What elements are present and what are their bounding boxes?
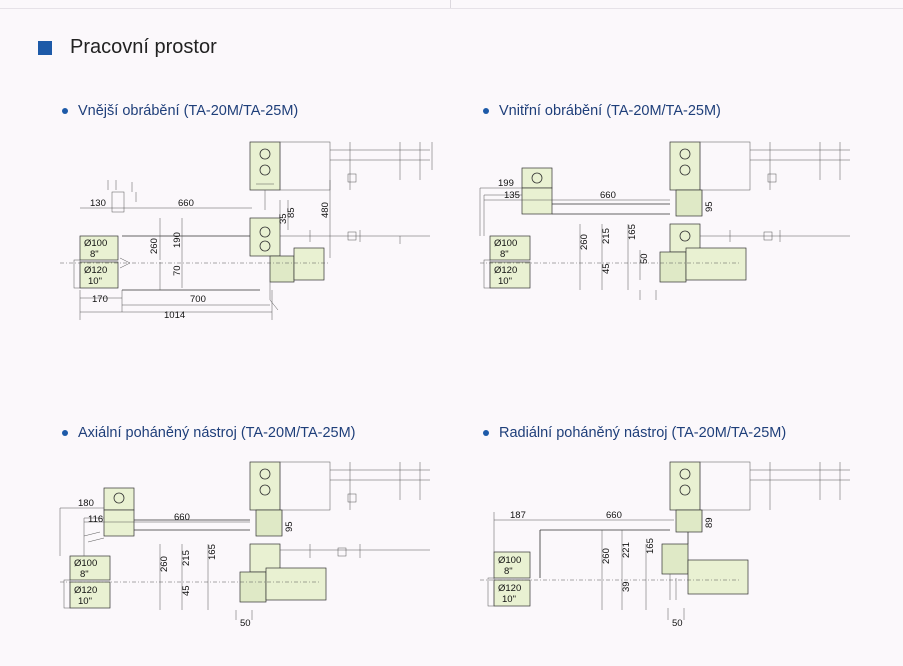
svg-text:260: 260	[159, 556, 170, 572]
diagram-4-drawing: 187 660 89 260 221 165 39 50 Ø100 8" Ø12…	[480, 461, 850, 629]
svg-text:89: 89	[704, 517, 715, 528]
svg-text:Ø120: Ø120	[74, 585, 97, 596]
svg-text:45: 45	[181, 585, 192, 596]
svg-text:10": 10"	[88, 276, 102, 287]
heading-square-icon	[38, 40, 52, 55]
svg-text:700: 700	[190, 294, 206, 305]
svg-text:Ø120: Ø120	[494, 265, 517, 276]
svg-text:260: 260	[601, 548, 612, 564]
svg-text:130: 130	[90, 198, 106, 209]
svg-text:165: 165	[627, 224, 638, 240]
bullet-icon	[483, 108, 489, 114]
svg-text:116: 116	[88, 514, 103, 525]
svg-text:10": 10"	[78, 596, 92, 607]
diagram-2-drawing: 199 135 660 95 260 215 165 50 45 Ø100 8"…	[479, 141, 850, 300]
svg-text:95: 95	[284, 521, 295, 532]
svg-text:85: 85	[286, 207, 297, 218]
page-title: Pracovní prostor	[70, 36, 217, 58]
svg-text:260: 260	[579, 234, 590, 250]
svg-text:Ø120: Ø120	[84, 265, 107, 276]
svg-text:215: 215	[601, 228, 612, 244]
section-heading: Pracovní prostor	[38, 36, 217, 59]
svg-text:660: 660	[178, 198, 194, 209]
svg-text:221: 221	[621, 542, 632, 558]
svg-text:Ø100: Ø100	[74, 558, 97, 569]
diagram-1-drawing: 130 660 260 190 70 35 85 480 170 700 101…	[60, 141, 433, 321]
svg-text:Ø120: Ø120	[498, 583, 521, 594]
svg-text:1014: 1014	[164, 310, 185, 321]
svg-text:190: 190	[172, 232, 183, 248]
svg-text:50: 50	[240, 618, 251, 629]
svg-text:35: 35	[278, 213, 289, 224]
diagram-1-caption: Vnější obrábění (TA-20M/TA-25M)	[62, 103, 298, 119]
svg-text:8": 8"	[80, 569, 89, 580]
svg-text:45: 45	[601, 263, 612, 274]
svg-text:660: 660	[606, 510, 622, 521]
svg-text:8": 8"	[90, 249, 99, 260]
svg-text:165: 165	[207, 544, 218, 560]
svg-text:165: 165	[645, 538, 656, 554]
svg-text:10": 10"	[502, 594, 516, 605]
svg-text:95: 95	[704, 201, 715, 212]
svg-text:199: 199	[498, 178, 514, 189]
svg-text:50: 50	[639, 253, 650, 264]
svg-text:50: 50	[672, 618, 683, 629]
svg-text:660: 660	[174, 512, 190, 523]
diagram-3-drawing: 180 116 660 95 260 215 165 45 50 Ø100 8"…	[59, 461, 430, 629]
svg-text:Ø100: Ø100	[494, 238, 517, 249]
diagram-3-caption: Axiální poháněný nástroj (TA-20M/TA-25M)	[62, 425, 356, 441]
svg-text:480: 480	[320, 202, 331, 218]
svg-text:39: 39	[621, 581, 632, 592]
svg-text:10": 10"	[498, 276, 512, 287]
svg-text:135: 135	[504, 190, 520, 201]
svg-text:187: 187	[510, 510, 526, 521]
top-divider	[0, 0, 903, 9]
svg-text:70: 70	[172, 265, 183, 276]
bullet-icon	[483, 430, 489, 436]
svg-text:215: 215	[181, 550, 192, 566]
svg-text:260: 260	[149, 238, 160, 254]
svg-text:8": 8"	[500, 249, 509, 260]
svg-text:Ø100: Ø100	[498, 555, 521, 566]
svg-text:8": 8"	[504, 566, 513, 577]
bullet-icon	[62, 430, 68, 436]
svg-text:170: 170	[92, 294, 108, 305]
svg-text:660: 660	[600, 190, 616, 201]
diagram-2-caption: Vnitřní obrábění (TA-20M/TA-25M)	[483, 103, 721, 119]
diagram-4-caption: Radiální poháněný nástroj (TA-20M/TA-25M…	[483, 425, 786, 441]
svg-text:180: 180	[78, 498, 94, 509]
bullet-icon	[62, 108, 68, 114]
svg-text:Ø100: Ø100	[84, 238, 107, 249]
